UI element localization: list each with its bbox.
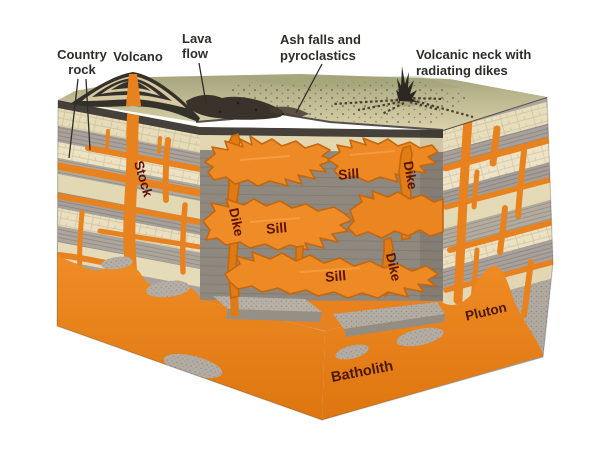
radiating-dikes (332, 96, 474, 119)
dike-label-left: Dike (226, 207, 247, 238)
block-edges (56, 96, 554, 421)
dike-through-floor (230, 295, 239, 317)
country-rock-pointer-2 (85, 78, 91, 151)
volcanic-neck (332, 66, 474, 119)
batholith-right (322, 265, 543, 420)
sill-highlights (239, 150, 396, 273)
neck-callout: Volcanic neck with radiating dikes (416, 47, 531, 78)
dike-label-right: Dike (401, 160, 421, 191)
ash-callout: Ash falls and pyroclastics (280, 32, 361, 114)
sill-lower (224, 251, 439, 299)
dike-label-mid: Dike (383, 251, 404, 283)
cut-soil-band (200, 127, 443, 138)
country-rock-label-line2: rock (68, 62, 96, 77)
volcano-callout: Volcano (113, 49, 163, 64)
country-rock-pointer-1 (68, 78, 79, 159)
sill-middle (202, 198, 353, 251)
surface-front-edge (195, 111, 444, 131)
sill-label-middle: Sill (265, 219, 287, 237)
callouts: Country rock Volcano Lava flow Ash falls… (57, 31, 531, 159)
sill-label-lower: Sill (324, 267, 346, 285)
ash-pointer (295, 63, 323, 114)
country-rock-callout: Country rock (57, 47, 108, 159)
sill-label-upper: Sill (338, 165, 360, 182)
ash-label-line1: Ash falls and (280, 32, 361, 47)
lava-flow-label-line2: flow (182, 46, 209, 61)
cut-floor-ledges (213, 295, 445, 337)
volcano-conduit (126, 74, 141, 106)
ash-label-line2: pyroclastics (280, 48, 356, 63)
lava-flow-callout: Lava flow (182, 31, 212, 104)
corner-dike (453, 114, 473, 305)
lava-flow (186, 94, 309, 120)
left-roof-pendants (101, 256, 223, 379)
lava-flow-label-line1: Lava (182, 31, 212, 46)
volcano-label: Volcano (113, 49, 163, 64)
lava-flow-pointer (198, 62, 207, 104)
neck-spire (396, 66, 418, 102)
sill-mid-right (347, 190, 444, 239)
batholith-left (57, 256, 325, 420)
country-rock-label-line1: Country (57, 47, 108, 62)
right-roof-pendants (335, 327, 444, 360)
volcano (70, 72, 200, 122)
neck-label-line2: radiating dikes (416, 63, 508, 78)
sills-and-dikes (202, 133, 444, 299)
neck-label-line1: Volcanic neck with (416, 47, 531, 62)
